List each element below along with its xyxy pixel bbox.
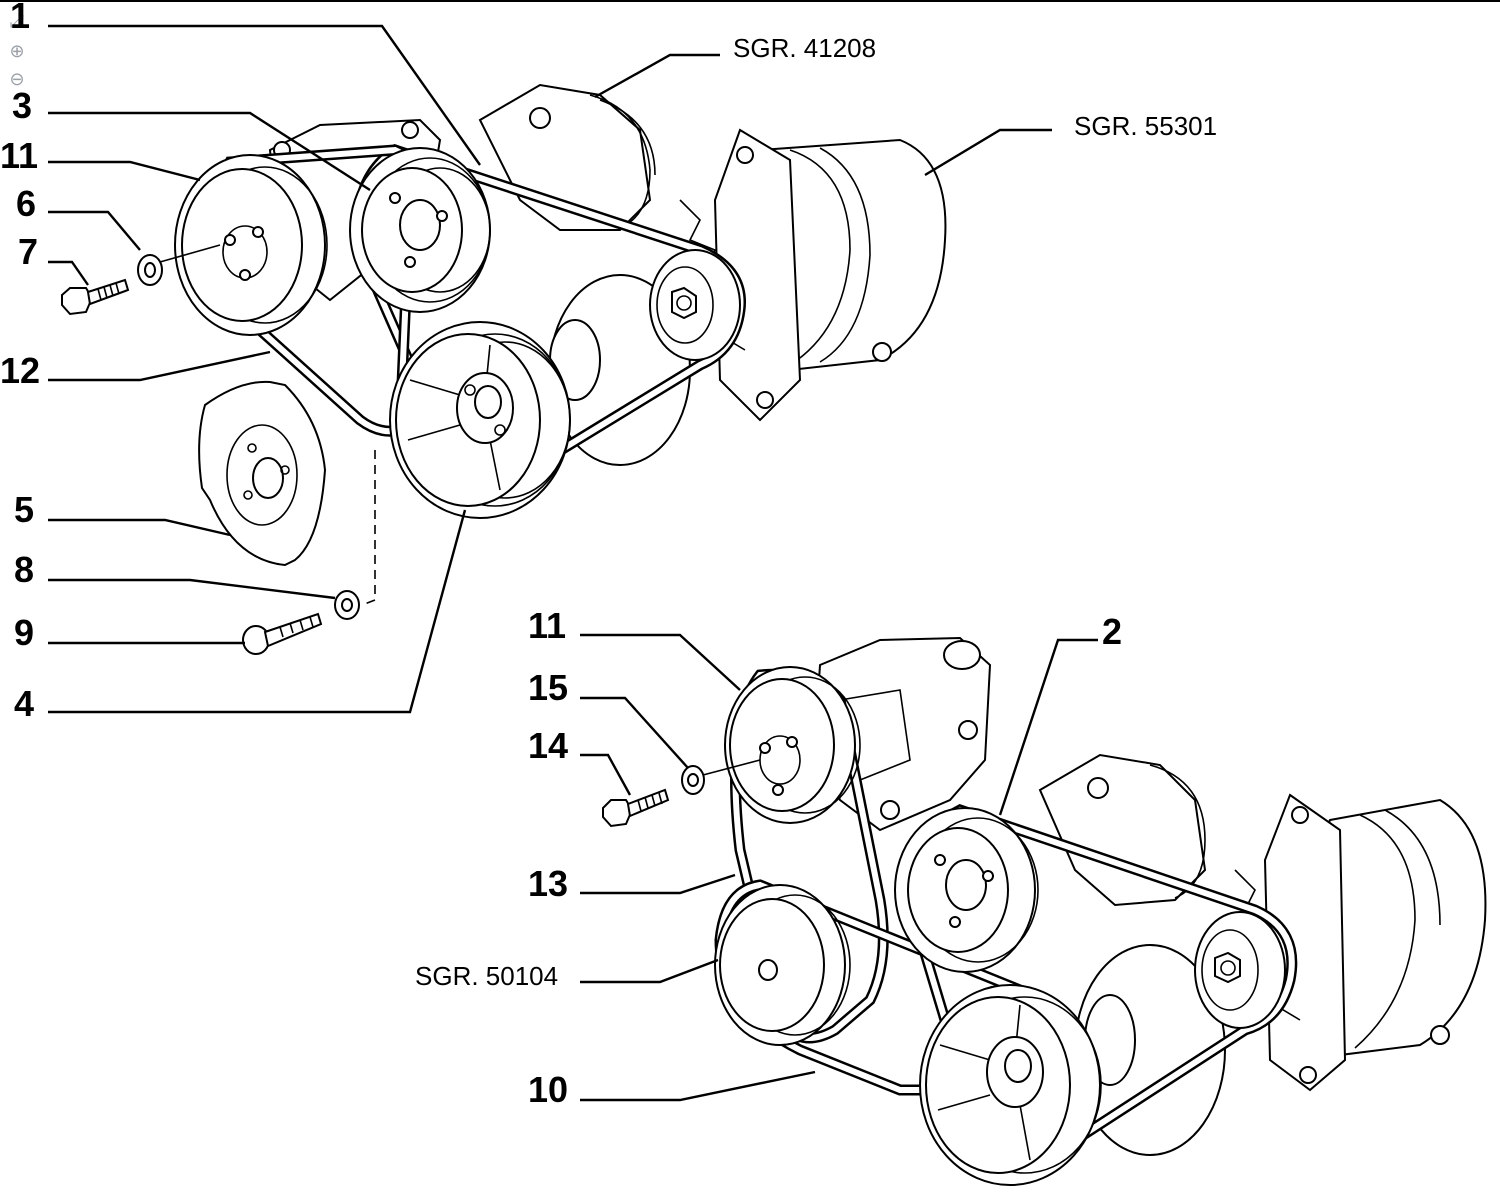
ref-sgr-55301: SGR. 55301: [1074, 111, 1217, 141]
bolt-14: [602, 788, 670, 828]
lock-washer-6: [137, 254, 163, 286]
callout-4: 4: [14, 683, 34, 724]
crank-hub-lower: [1074, 944, 1226, 1156]
zoom-out-icon[interactable]: ⊖: [9, 69, 25, 89]
ref-sgr-41208: SGR. 41208: [733, 33, 876, 63]
callout-9: 9: [14, 612, 34, 653]
callout-15: 15: [528, 667, 568, 708]
callout-11-upper: 11: [0, 135, 38, 176]
cover-plate-5: [198, 380, 327, 567]
callout-7: 7: [18, 231, 38, 272]
bolt-9: [242, 612, 323, 655]
fit-page-icon[interactable]: ⤢: [9, 11, 25, 31]
callout-11-lower: 11: [528, 605, 566, 646]
zoom-in-icon[interactable]: ⊕: [9, 41, 25, 61]
water-pump-lower: [1038, 753, 1207, 907]
ref-sgr-50104: SGR. 50104: [415, 961, 558, 991]
callout-1: 1: [10, 0, 30, 36]
callout-6: 6: [16, 183, 36, 224]
callout-13: 13: [528, 863, 568, 904]
v-belt-pulley-upper: [174, 154, 328, 336]
bolt-7: [61, 278, 130, 316]
callout-12: 12: [0, 350, 40, 391]
crank-pulley-lower: [919, 984, 1102, 1186]
alternator-upper: [679, 128, 947, 422]
upper-assembly: [48, 24, 1052, 714]
alternator-pulley-upper: [649, 249, 741, 361]
crank-pulley-upper: [389, 321, 571, 519]
alternator-pulley-lower: [1194, 911, 1286, 1029]
callout-8: 8: [14, 549, 34, 590]
power-steering-pulley-lower: [894, 807, 1039, 973]
callout-5: 5: [14, 489, 34, 530]
callout-10: 10: [528, 1069, 568, 1110]
callout-14: 14: [528, 725, 568, 766]
washer-8: [334, 590, 360, 620]
callout-3: 3: [12, 85, 32, 126]
lower-assembly: [580, 633, 1487, 1186]
v-belt-pulley-lower: [724, 666, 861, 824]
lock-washer-15: [681, 765, 705, 795]
idler-pulley-50104: [714, 884, 851, 1046]
alternator-lower: [1234, 793, 1487, 1092]
power-steering-pulley-upper: [349, 147, 491, 313]
callout-2: 2: [1102, 611, 1122, 652]
